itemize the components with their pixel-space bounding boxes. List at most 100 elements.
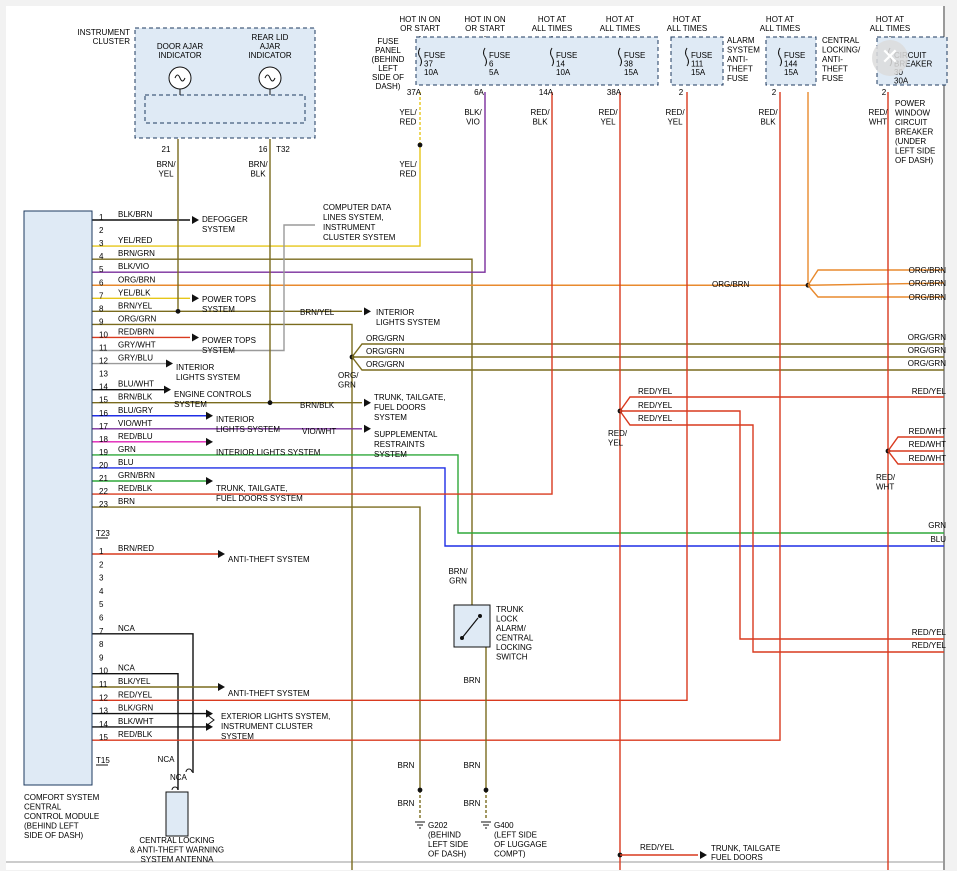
trunk-label: TRUNK, TAILGATE, — [216, 484, 288, 493]
wire-blu — [92, 467, 944, 547]
splice-dot — [417, 142, 423, 148]
pin-number: 19 — [99, 448, 108, 457]
central-fuse-box — [765, 36, 817, 86]
anti-theft-label: ANTI-THEFT SYSTEM — [228, 689, 310, 698]
fuse-panel-label-line: DASH) — [376, 82, 401, 91]
pin-wire-label: RED/BRN — [118, 327, 154, 336]
switch-out-wire: BRN — [464, 676, 481, 685]
module-label-line: CENTRAL — [24, 803, 62, 812]
power-tops-label: SYSTEM — [202, 305, 235, 314]
wire-yel-red — [92, 145, 421, 247]
trunk-label: TRUNK, TAILGATE — [711, 844, 780, 853]
pin-number: 12 — [99, 693, 108, 702]
pin-number: 18 — [99, 435, 108, 444]
rear-lid-label-line: REAR LID — [252, 33, 289, 42]
pw-breaker-label-line: OF DASH) — [895, 156, 934, 165]
yel-red-lower-line: RED — [400, 170, 417, 179]
alarm-fuse-label-line: ANTI- — [727, 55, 748, 64]
fuse-hot-label: ALL TIMES — [667, 24, 707, 33]
pin-wire-label: RED/BLU — [118, 432, 153, 441]
fuse-terminal: 2 — [772, 88, 777, 97]
fuse-wire-label-line: BLK — [760, 118, 776, 127]
pin-wire-label: RED/YEL — [118, 690, 153, 699]
fuse-name: FUSE — [489, 51, 510, 60]
arrow-icon — [206, 437, 213, 446]
fuse-name: 38 — [624, 60, 633, 69]
org-grn-label: ORG/GRN — [366, 334, 404, 343]
ground-label-line: G400 — [494, 821, 514, 830]
pin-wire-label: BRN/YEL — [118, 301, 153, 310]
right-edge-label: RED/YEL — [912, 628, 947, 637]
pin-number: 3 — [99, 574, 104, 583]
switch-label-line: TRUNK — [496, 605, 524, 614]
fuse-panel-label-line: LEFT — [378, 64, 398, 73]
fuse-wire-label-line: BLK — [532, 118, 548, 127]
lamp-filament — [264, 74, 276, 82]
comfort-control-module — [23, 210, 93, 786]
interior-label: INTERIOR — [376, 308, 414, 317]
pin-wire-label: NCA — [118, 624, 136, 633]
fuse-name: 5A — [489, 68, 499, 77]
pin-wire-label: BLK/BRN — [118, 210, 152, 219]
module-label-line: (BEHIND LEFT — [24, 822, 79, 831]
pin-wire-label: GRN/BRN — [118, 471, 155, 480]
interior-label: LIGHTS SYSTEM — [176, 373, 240, 382]
fuse-name: FUSE — [784, 51, 805, 60]
pin-number: 5 — [99, 600, 104, 609]
interior-label: LIGHTS SYSTEM — [216, 425, 280, 434]
computer-label: LINES SYSTEM, — [323, 213, 383, 222]
fuse-name: FUSE — [556, 51, 577, 60]
fuse-name: 6 — [489, 60, 494, 69]
right-edge-label: GRN — [928, 521, 946, 530]
anti-theft-label: ANTI-THEFT SYSTEM — [228, 555, 310, 564]
arrow-icon — [206, 477, 213, 485]
wire-gry-wht — [92, 224, 315, 352]
right-edge-label: RED/WHT — [909, 440, 946, 449]
trunk-label: FUEL DOORS — [374, 403, 426, 412]
arrow-icon — [218, 550, 225, 558]
fuse-name: 15A — [784, 68, 799, 77]
pin-wire-label: BLK/WHT — [118, 717, 154, 726]
fuse-name: 111 — [691, 60, 704, 69]
fuse-panel-label-line: PANEL — [375, 46, 401, 55]
cluster-pin-a: 21 — [162, 145, 171, 154]
interior-label: INTERIOR — [176, 363, 214, 372]
antenna-box — [165, 791, 189, 837]
fuse-terminal: 14A — [539, 88, 554, 97]
fuse-icon — [685, 47, 689, 67]
wire — [619, 396, 944, 412]
red-yel-label: RED/YEL — [638, 401, 673, 410]
switch-contact-icon — [461, 617, 479, 639]
pin-wire-label: RED/BLK — [118, 730, 153, 739]
pin-wire-label: BLU/WHT — [118, 380, 154, 389]
switch-label-line: ALARM/ — [496, 624, 527, 633]
central-fuse-label-line: THEFT — [822, 65, 848, 74]
pin-wire-label: ORG/BRN — [118, 275, 156, 284]
right-edge-label: BLU — [930, 535, 946, 544]
pin-wire-label: BLK/YEL — [118, 677, 151, 686]
fuse-icon — [778, 47, 782, 67]
antenna-label-line: & ANTI-THEFT WARNING — [130, 846, 224, 855]
fuse-terminal: 6A — [474, 88, 484, 97]
pin-wire-label: BLK/GRN — [118, 704, 153, 713]
pin-number: 2 — [99, 560, 104, 569]
switch-label-line: LOCKING — [496, 643, 532, 652]
pw-breaker-label-line: BREAKER — [895, 128, 933, 137]
fuse-hot-label: HOT IN ON — [464, 15, 505, 24]
ground-label-line: (LEFT SIDE — [494, 831, 537, 840]
connector-b-name: T15 — [96, 756, 110, 765]
cluster-title: CLUSTER — [93, 37, 131, 46]
brn-yel-label: BRN/YEL — [300, 308, 335, 317]
right-edge-label: RED/YEL — [912, 641, 947, 650]
close-icon[interactable]: ✕ — [872, 40, 908, 76]
fuse-wire-label-line: YEL — [667, 118, 683, 127]
fuse-wire-label-line: RED — [400, 118, 417, 127]
pin-number: 3 — [99, 239, 104, 248]
pin-wire-label: GRY/BLU — [118, 354, 153, 363]
fuse-icon — [418, 47, 422, 67]
arrow-icon — [166, 359, 173, 368]
cluster-inner-box — [144, 94, 306, 124]
pin-number: 15 — [99, 733, 108, 742]
splice-dot — [417, 787, 423, 793]
